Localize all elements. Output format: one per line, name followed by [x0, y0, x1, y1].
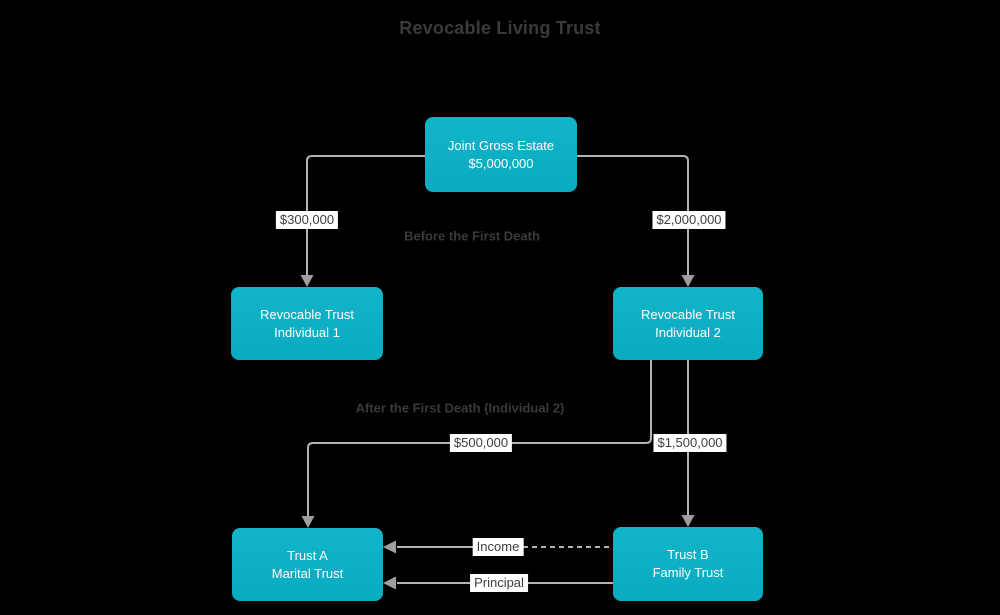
node-trust-a-title: Trust A: [287, 547, 328, 563]
node-trust-a-marital-trust: Trust A Marital Trust: [232, 528, 383, 601]
arrowhead-rt2-to-trust-b: [681, 515, 695, 527]
arrowhead-joint-to-rt1: [300, 275, 314, 287]
edge-label-income: Income: [472, 538, 524, 556]
node-joint-gross-estate-title: Joint Gross Estate: [447, 137, 555, 153]
connector-joint-to-rt1: [306, 155, 425, 275]
diagram-title: Revocable Living Trust: [399, 18, 601, 38]
node-revocable-trust-2-subtitle: Individual 2: [655, 324, 721, 340]
node-joint-gross-estate: Joint Gross Estate $5,000,000: [425, 117, 577, 192]
node-revocable-trust-2-title: Revocable Trust: [641, 306, 735, 322]
edge-label-2000000: $2,000,000: [652, 211, 726, 229]
phase-label-after-first-death: After the First Death (Individual 2): [355, 400, 565, 416]
node-trust-b-family-trust: Trust B Family Trust: [613, 527, 763, 601]
node-joint-gross-estate-amount: $5,000,000: [468, 155, 534, 171]
edge-label-500000: $500,000: [449, 434, 513, 452]
node-revocable-trust-1-title: Revocable Trust: [260, 306, 354, 322]
phase-label-before-first-death: Before the First Death: [404, 228, 540, 244]
arrowhead-income: [383, 540, 396, 554]
arrowhead-rt2-to-trust-a: [301, 516, 315, 528]
node-trust-b-title: Trust B: [667, 547, 709, 562]
arrowhead-principal: [383, 576, 396, 590]
edge-label-300000: $300,000: [275, 211, 339, 229]
node-revocable-trust-individual-2: Revocable Trust Individual 2: [613, 287, 763, 360]
arrowhead-joint-to-rt2: [681, 275, 695, 287]
node-revocable-trust-1-subtitle: Individual 1: [274, 324, 340, 340]
node-trust-b-subtitle: Family Trust: [652, 565, 724, 580]
node-revocable-trust-individual-1: Revocable Trust Individual 1: [231, 287, 383, 360]
edge-label-principal: Principal: [470, 574, 528, 592]
edge-label-1500000: $1,500,000: [653, 434, 727, 452]
node-trust-a-subtitle: Marital Trust: [271, 565, 344, 581]
connector-joint-to-rt2: [577, 155, 689, 275]
